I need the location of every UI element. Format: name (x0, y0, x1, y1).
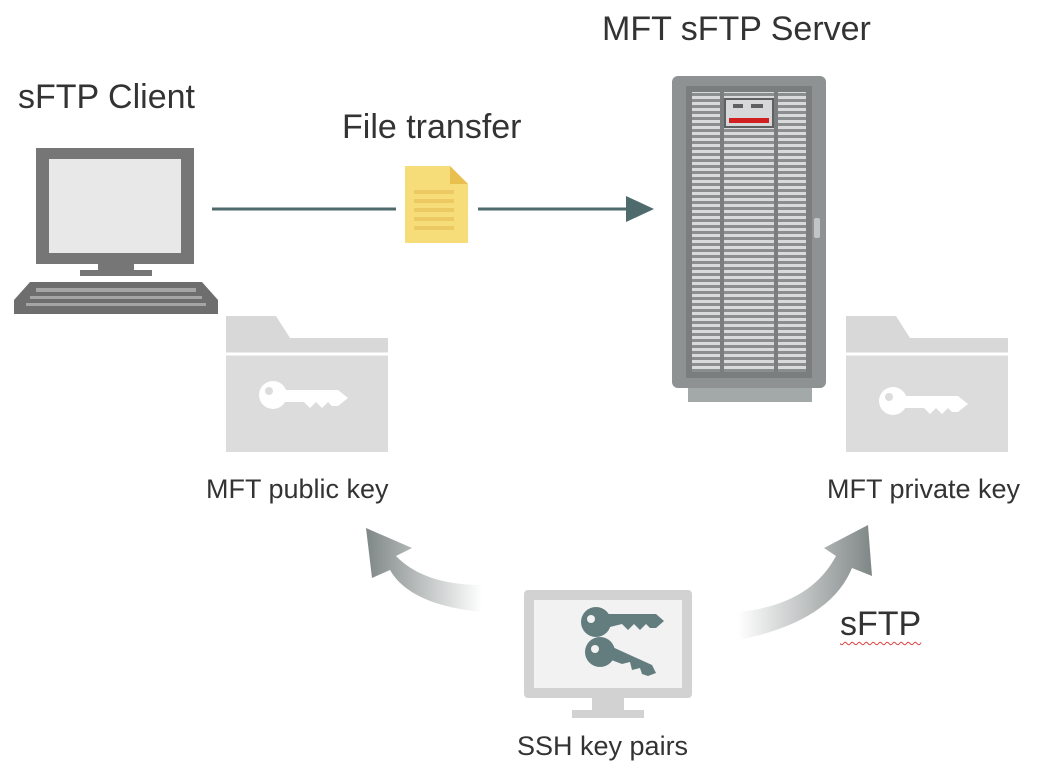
transfer-arrow (212, 196, 654, 222)
ssh-key-pairs-label: SSH key pairs (517, 731, 689, 761)
sftp-protocol-label: sFTP (840, 605, 922, 643)
key-icon (879, 387, 968, 415)
file-transfer-label: File transfer (342, 108, 522, 146)
monitor-keys-icon (524, 590, 692, 718)
private-key-folder-icon (846, 316, 1008, 452)
key-icon (581, 607, 664, 676)
public-key-label: MFT public key (206, 474, 389, 504)
key-icon (259, 381, 348, 409)
curved-arrow-right (738, 525, 872, 640)
client-computer-icon (14, 148, 218, 314)
client-title: sFTP Client (18, 78, 195, 116)
curved-arrow-left (366, 528, 482, 612)
server-rack-icon (672, 76, 826, 402)
document-icon (405, 166, 468, 243)
server-title: MFT sFTP Server (602, 10, 871, 48)
private-key-label: MFT private key (827, 474, 1021, 504)
public-key-folder-icon (226, 316, 388, 452)
